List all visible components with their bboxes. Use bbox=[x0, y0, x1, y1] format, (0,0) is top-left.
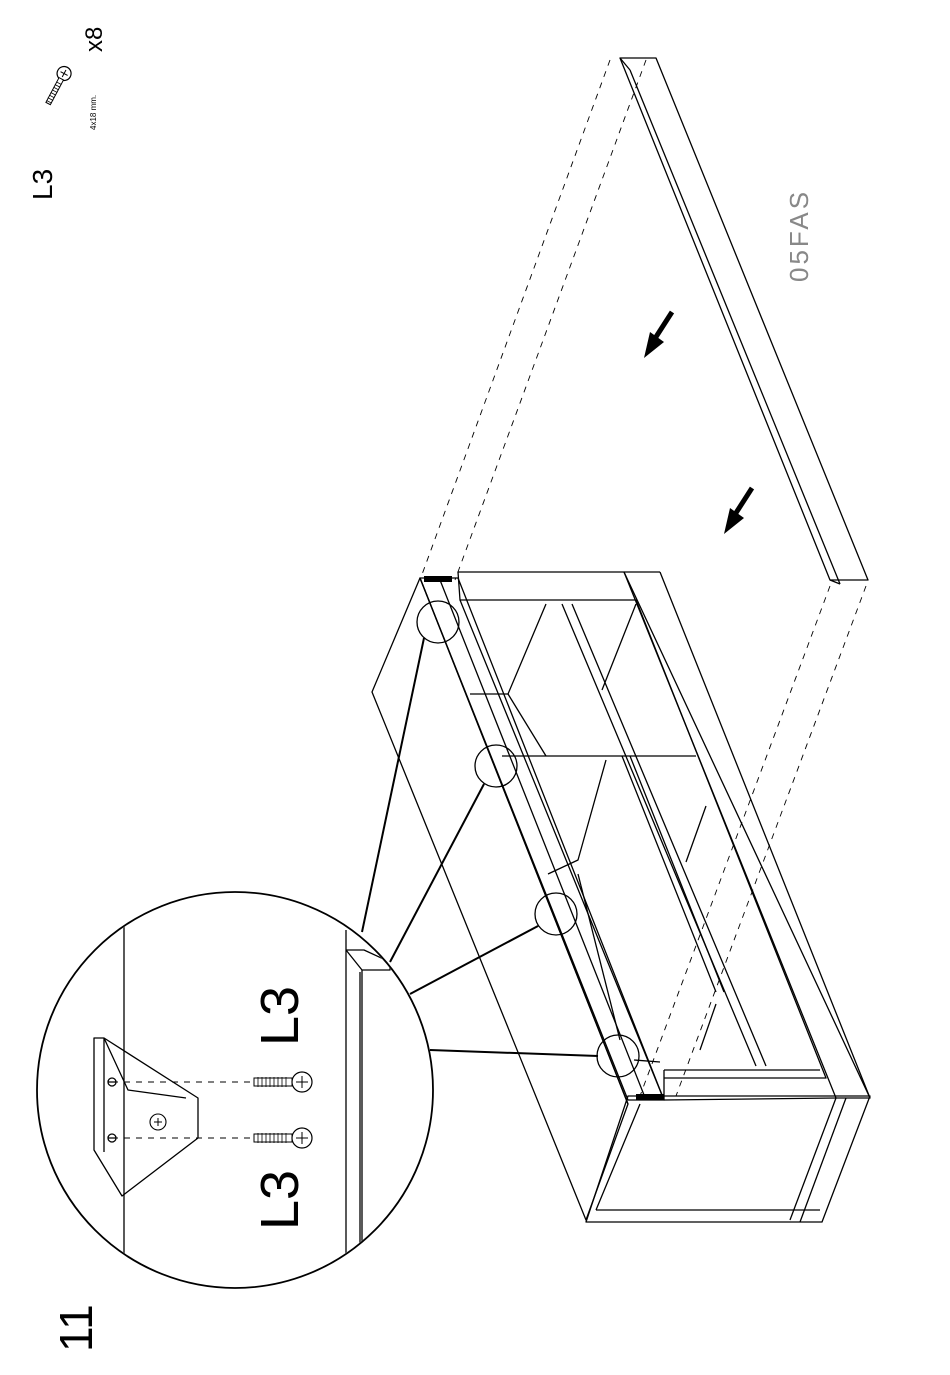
panel-code: 05FAS bbox=[784, 189, 814, 282]
magnified-detail: L3 L3 bbox=[37, 880, 433, 1300]
detail-label-top: L3 bbox=[250, 986, 310, 1046]
arrow-icon bbox=[644, 312, 672, 358]
step-number: 11 bbox=[50, 1304, 102, 1352]
detail-label-bottom: L3 bbox=[250, 1170, 310, 1230]
arrow-icon bbox=[724, 488, 752, 534]
hardware-quantity: x8 bbox=[81, 27, 108, 52]
hardware-size: 4x18 mm. bbox=[89, 95, 98, 130]
cabinet bbox=[372, 572, 870, 1222]
hardware-callout: L3 4x18 mm. x8 bbox=[27, 27, 108, 200]
hardware-code: L3 bbox=[27, 169, 58, 200]
panel-05fas: 05FAS bbox=[620, 58, 868, 584]
screw-icon bbox=[42, 64, 74, 107]
